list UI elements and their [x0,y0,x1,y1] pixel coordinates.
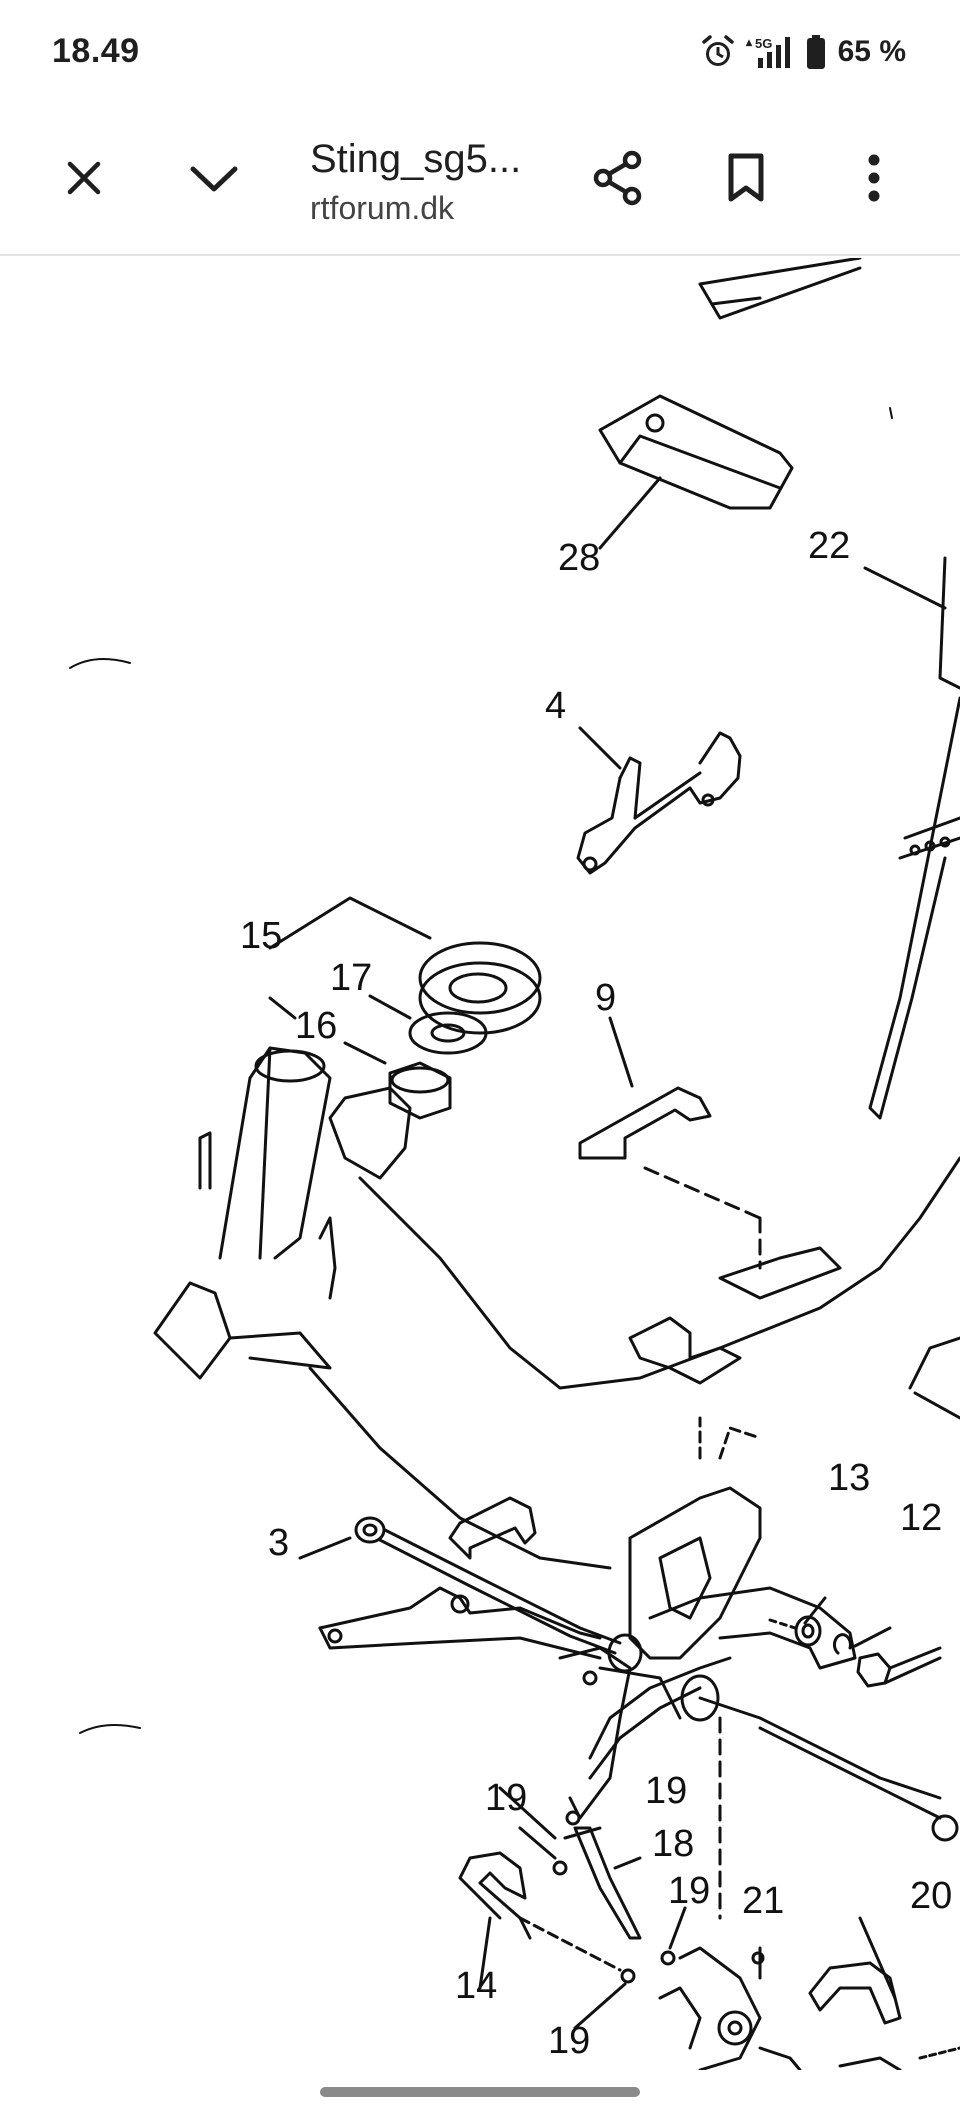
callout-17: 17 [330,957,372,999]
page-title: Sting_sg5... [310,137,522,181]
battery-level: 65 % [837,35,906,68]
callout-4: 4 [545,685,566,727]
callout-13: 13 [828,1457,870,1499]
hose-assembly [458,1786,960,2070]
callout-19-a: 19 [485,1777,527,1819]
callout-3: 3 [268,1522,289,1564]
share-icon [593,150,642,206]
close-button[interactable] [40,134,128,222]
minimize-button[interactable] [170,134,258,222]
chevron-down-icon [190,166,238,192]
home-gesture-handle[interactable] [320,2087,640,2097]
more-options-button[interactable] [830,134,918,222]
svg-text:▴: ▴ [746,35,753,49]
callout-18: 18 [652,1823,694,1865]
parts-diagram: 28 22 4 15 17 16 9 13 12 3 19 19 18 19 2… [69,258,960,2070]
part-17-ring [368,994,488,1055]
part-hook [448,1496,537,1560]
part-12-bolt [832,1626,942,1688]
status-bar: 18.49 ▴ 5G 65 % [0,0,960,104]
part-28-pouch [598,394,794,550]
alarm-icon [700,34,736,70]
callout-20: 20 [910,1875,952,1917]
part-9-plate [578,1016,762,1270]
callout-9: 9 [595,977,616,1019]
callout-28: 28 [558,537,600,579]
battery-icon [806,34,826,70]
callout-19-d: 19 [548,2020,590,2062]
lower-bracket-assembly [318,1416,959,1920]
bookmark-icon [728,153,764,202]
page-info[interactable]: Sting_sg5... rtforum.dk [310,134,560,228]
part-15-tank-cap [268,896,542,1035]
part-4-bracket [576,726,742,875]
share-button[interactable] [574,134,662,222]
status-icons: ▴ 5G 65 % [700,30,906,74]
close-icon [67,161,101,195]
network-type: 5G [755,36,772,51]
part-16-nut [343,1041,452,1120]
part-13-washer [768,1596,827,1647]
more-vert-icon [868,154,880,202]
gesture-nav-bar [0,2070,960,2112]
part-3-grommet [298,1516,622,1655]
callout-labels: 28 22 4 15 17 16 9 13 12 3 19 19 18 19 2… [240,525,952,2062]
part-strap-top [698,258,862,320]
main-frame-body [153,1046,960,1570]
callout-12: 12 [900,1497,942,1539]
page-domain: rtforum.dk [310,190,455,226]
callout-22: 22 [808,525,850,567]
callout-19-c: 19 [668,1870,710,1912]
callout-19-b: 19 [645,1770,687,1812]
callout-15: 15 [240,915,282,957]
scan-smudges [69,407,893,1734]
signal-icon: ▴ 5G [746,34,796,70]
status-time: 18.49 [52,32,140,70]
callout-16: 16 [295,1005,337,1047]
image-viewer[interactable]: 28 22 4 15 17 16 9 13 12 3 19 19 18 19 2… [0,258,960,2070]
part-22-frame-rail [863,556,960,1120]
callout-21: 21 [742,1880,784,1922]
browser-toolbar: Sting_sg5... rtforum.dk [0,104,960,256]
callout-14: 14 [455,1965,497,2007]
bookmark-button[interactable] [702,134,790,222]
